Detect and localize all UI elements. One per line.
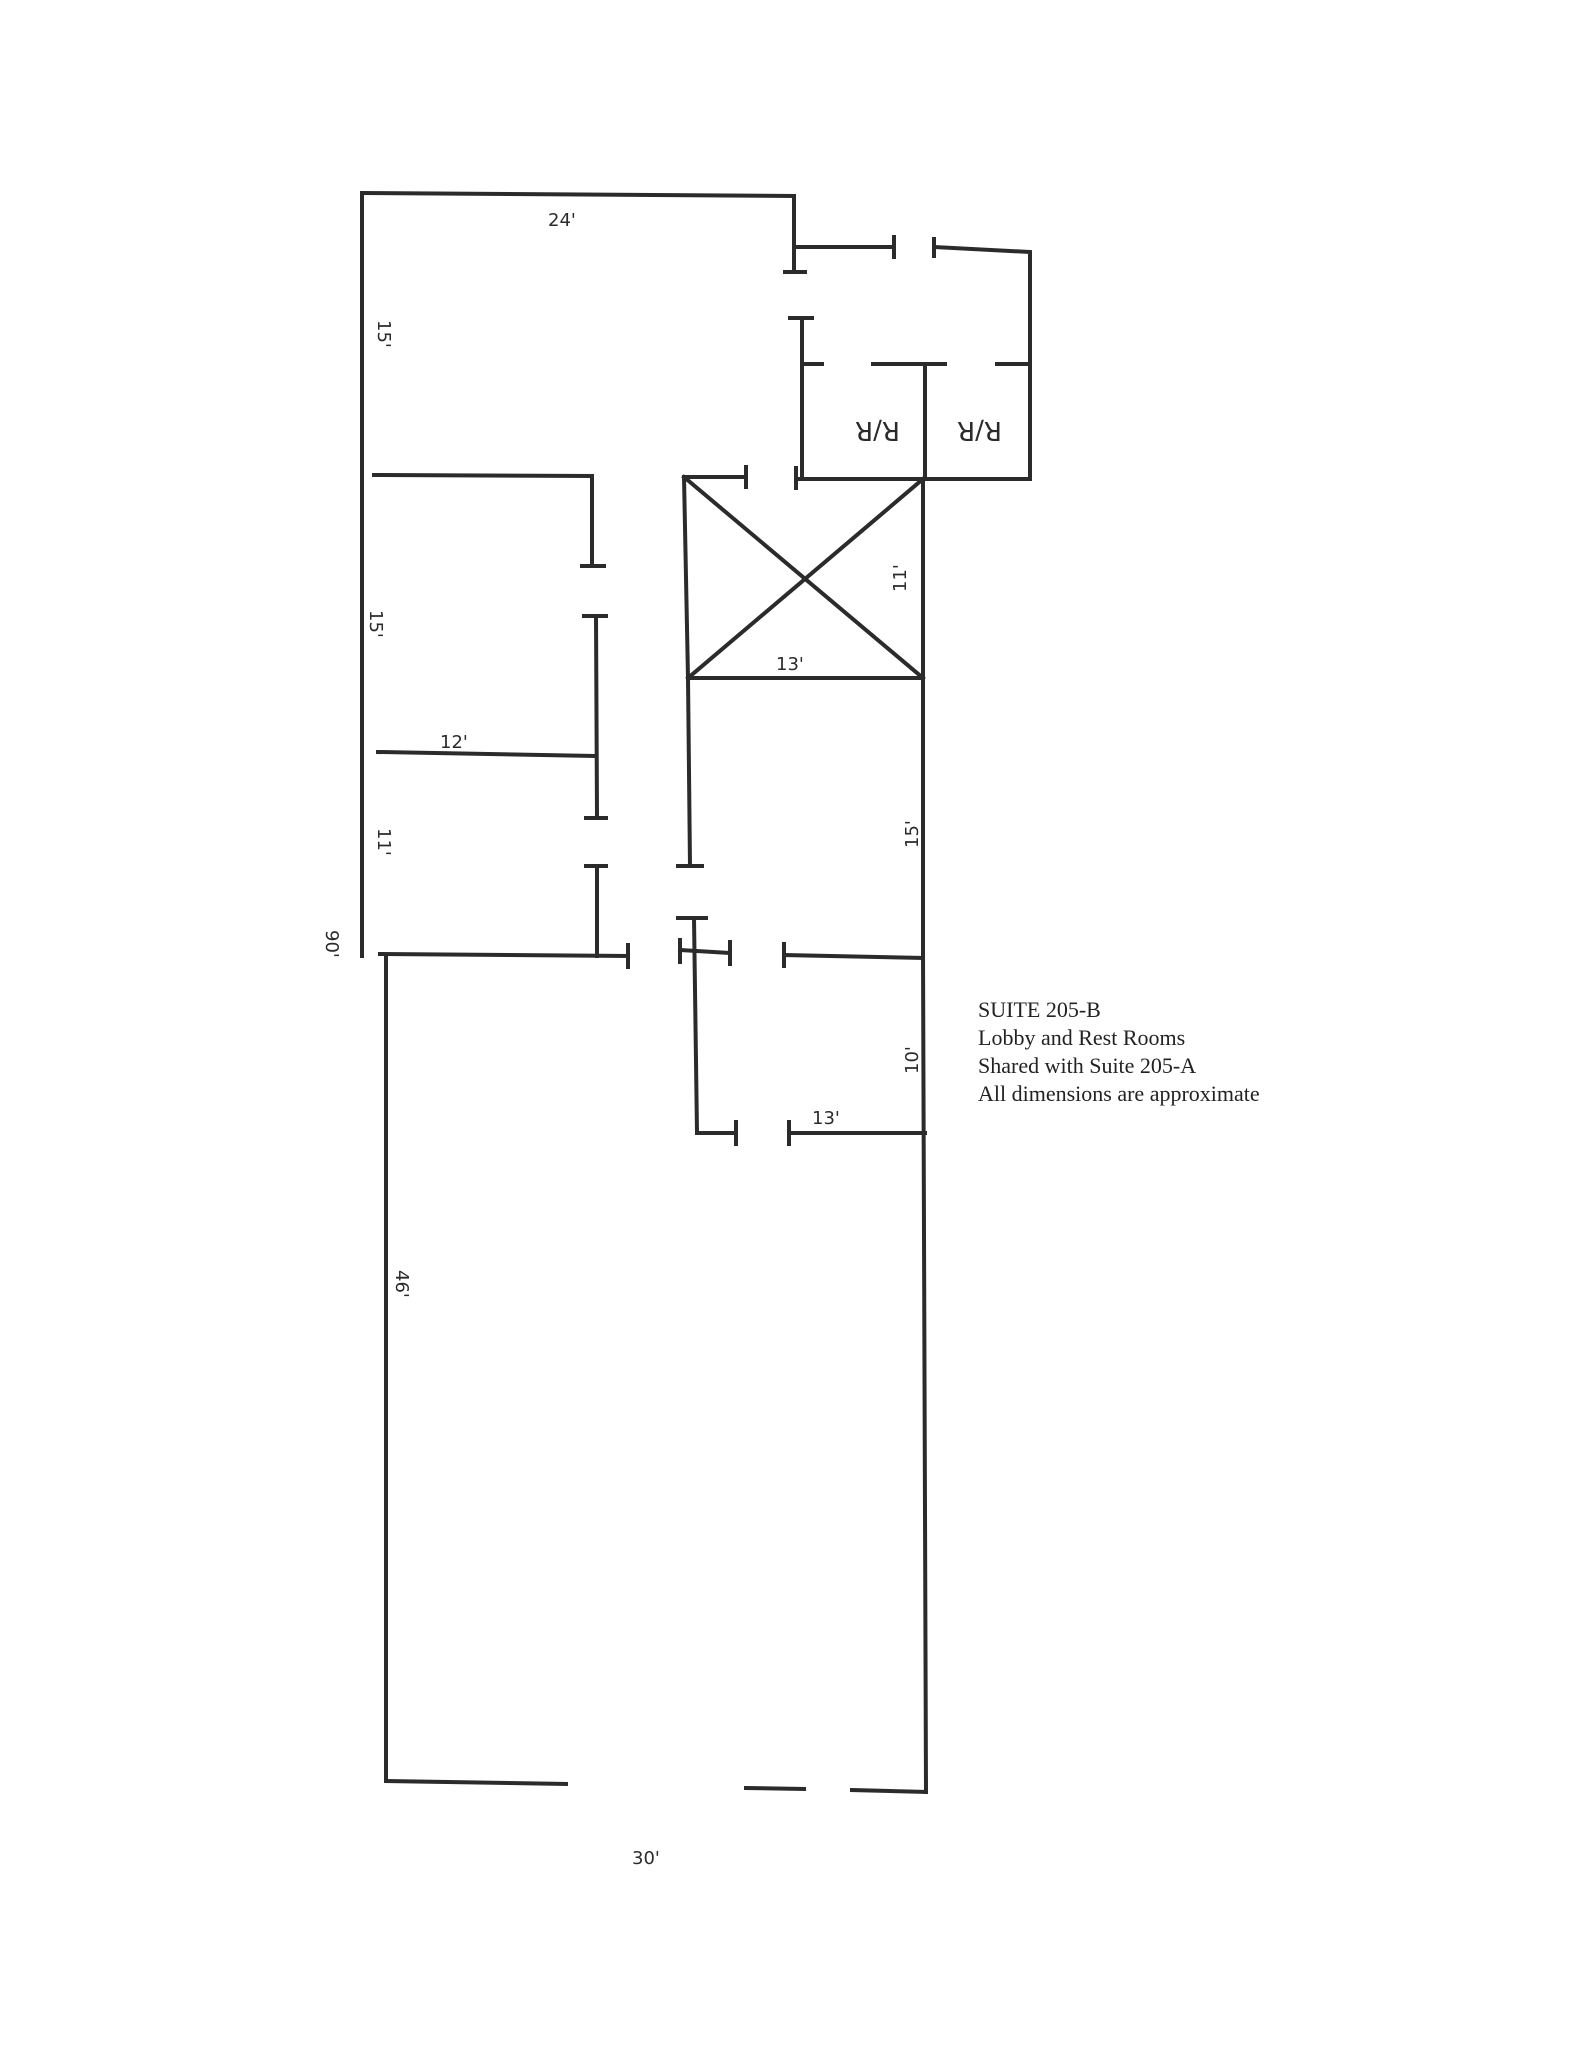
suite-title: SUITE 205-B bbox=[978, 997, 1101, 1022]
note-approximate: All dimensions are approximate bbox=[978, 1081, 1260, 1106]
dim-upper-left-room: 15' bbox=[373, 320, 394, 348]
note-lobby: Lobby and Rest Rooms bbox=[978, 1025, 1186, 1050]
restroom-label-left: R/R bbox=[855, 415, 900, 445]
dim-mid-room-height: 15' bbox=[902, 820, 923, 848]
elevator-cross-1 bbox=[681, 474, 926, 681]
dim-lower-room-height: 10' bbox=[902, 1046, 923, 1074]
office-top-wall bbox=[371, 472, 595, 479]
dim-office-height: 15' bbox=[365, 610, 386, 638]
elevator-cross-2 bbox=[685, 476, 926, 681]
outer-right-wall bbox=[920, 950, 929, 1795]
corridor-right-wall bbox=[685, 675, 693, 869]
dim-top-width: 24' bbox=[548, 210, 576, 231]
restroom-labels: R/R R/R bbox=[855, 415, 1002, 445]
plan-notes: SUITE 205-B Lobby and Rest Rooms Shared … bbox=[978, 996, 1378, 1108]
dim-elevator-width: 13' bbox=[776, 654, 804, 675]
dim-bottom-width: 30' bbox=[632, 1848, 660, 1869]
elevator-left-wall bbox=[681, 474, 691, 681]
note-shared: Shared with Suite 205-A bbox=[978, 1053, 1197, 1078]
dim-office-width: 12' bbox=[440, 732, 468, 753]
dim-lower-room-width: 13' bbox=[812, 1108, 840, 1129]
restroom-top-wall-right bbox=[931, 244, 1032, 366]
office-divider-wall bbox=[375, 749, 597, 759]
bottom-wall-dash bbox=[743, 1785, 807, 1792]
lobby-room-top-wall bbox=[781, 952, 926, 961]
dim-total-depth: 90' bbox=[321, 930, 342, 958]
bottom-wall-right bbox=[849, 1787, 929, 1795]
lobby-room-left-wall bbox=[691, 915, 700, 1136]
office-bottom-wall bbox=[377, 951, 631, 959]
office-right-wall-2 bbox=[593, 613, 600, 821]
restroom-label-right: R/R bbox=[957, 415, 1002, 445]
dimension-labels: 24' 15' 15' 12' 11' 90' 46' 30' 13' 11' … bbox=[321, 210, 923, 1869]
bottom-wall-left bbox=[383, 1778, 569, 1787]
dim-elevator-height: 11' bbox=[890, 564, 911, 592]
dim-office-small-height: 11' bbox=[373, 828, 394, 856]
walls bbox=[359, 190, 1032, 1795]
lobby-wall-segment bbox=[677, 947, 733, 956]
top-wall bbox=[359, 190, 797, 199]
dim-rear-depth: 46' bbox=[391, 1270, 412, 1298]
